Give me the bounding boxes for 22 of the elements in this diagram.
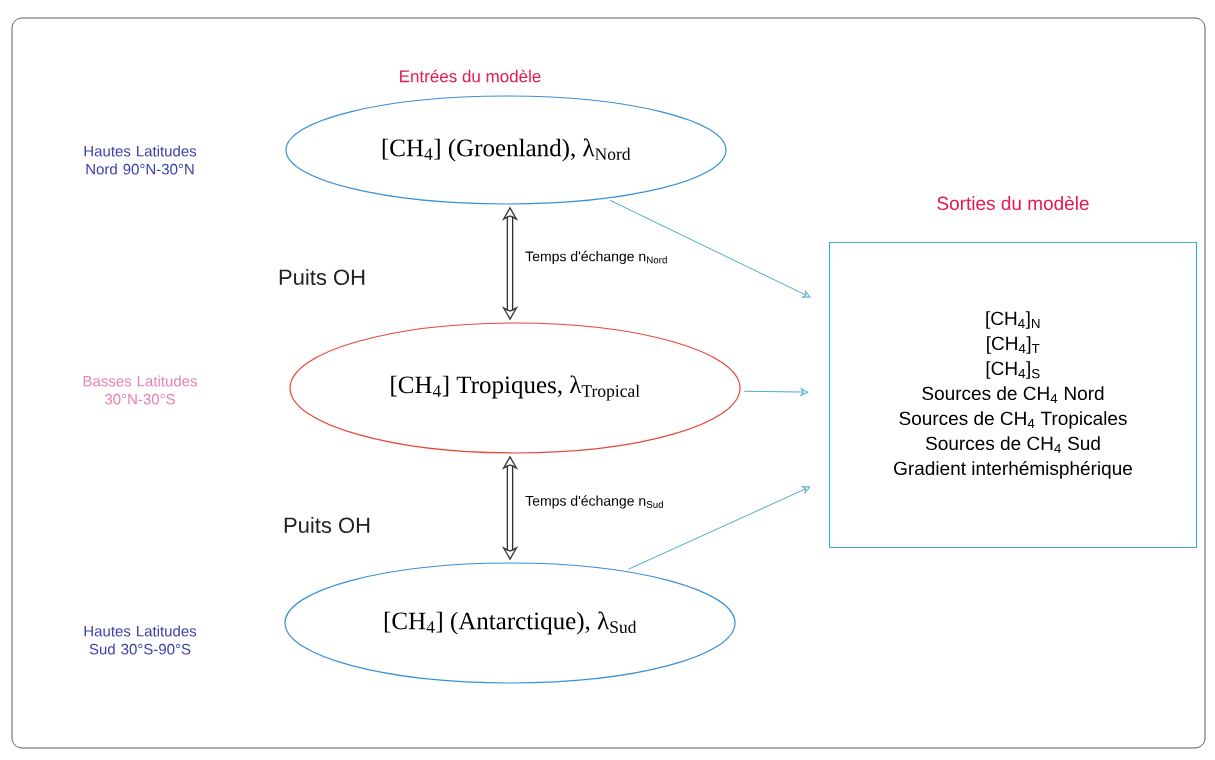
node-label: Sources de CH$_{4}$ Sud [925, 436, 1100, 454]
box-heading: Sorties du modèle [937, 195, 1089, 211]
ellipse-node: [CH$_{4}$] Tropiques, λ$_{Tropical}$ [289, 322, 741, 454]
node-label: Sources de CH$_{4}$ Nord [922, 386, 1104, 404]
ellipse-node: [CH$_{4}$] (Groenland), λ$_{Nord}$ [285, 95, 727, 205]
arrow [609, 199, 811, 298]
node-label: [CH$_{4}$]$_{S}$ [986, 361, 1040, 379]
edge-label: Temps d'échange n$_{Sud}$ [524, 494, 666, 510]
output-box: [CH$_{4}$]$_{N}$ [CH$_{4}$]$_{T}$ [CH$_{4}$]$_{S}$ Sources de CH$_{4}$ Nord Sources de CH$_{4}$ Tropicales Sources de CH$_{4}$ Sud Gradient interhémisphérique [828, 241, 1198, 549]
arrow [628, 486, 811, 570]
text-label: Puits OH [279, 268, 365, 286]
node-label: Sources de CH$_{4}$ Tropicales [899, 411, 1127, 429]
node-label: [CH$_{4}$]$_{T}$ [987, 336, 1040, 354]
text-label: Puits OH [284, 516, 370, 534]
ellipse-node: [CH$_{4}$] (Antarctique), λ$_{Sud}$ [284, 562, 736, 684]
edge-label: Temps d'échange n$_{Nord}$ [524, 249, 669, 266]
arrow [743, 388, 809, 396]
text-label: Hautes Latitudes Sud 30°S-90°S [84, 625, 197, 655]
text-label: Hautes Latitudes Nord 90°N-30°N [84, 145, 197, 175]
node-label: [CH$_{4}$]$_{N}$ [986, 311, 1040, 329]
node-label: Gradient interhémisphérique [894, 460, 1132, 479]
text-label: Basses Latitudes 30°N-30°S [83, 375, 197, 405]
